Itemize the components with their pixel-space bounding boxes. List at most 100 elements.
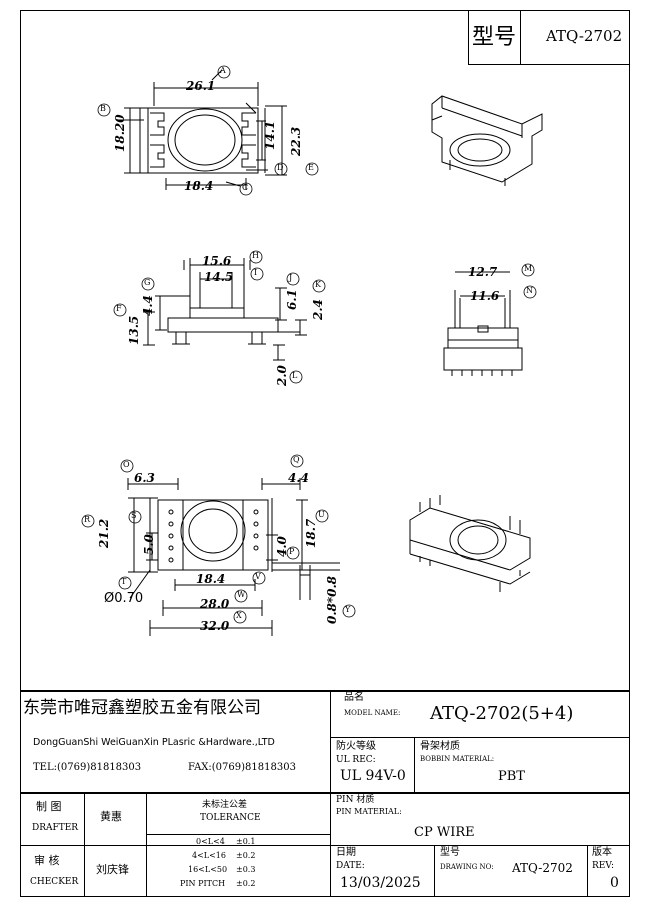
header-box [468, 10, 630, 65]
label-n: N [526, 286, 533, 295]
label-d: D [277, 163, 284, 172]
dim-28-0: 28.0 [200, 597, 230, 611]
label-g: G [144, 278, 151, 287]
checker-cn: 审 核 [34, 854, 60, 867]
header-type-label: 型号 [472, 25, 517, 50]
checker-name: 刘庆锋 [96, 863, 129, 876]
dim-12-7: 12.7 [468, 265, 498, 279]
tol-range-2: 4<L<16 [192, 851, 226, 860]
company-tel: TEL:(0769)81818303 [33, 762, 142, 773]
drawing-no-label: DRAWING NO: [440, 863, 494, 871]
label-y: Y [345, 605, 351, 614]
tol-range-1: 0<L<4 [196, 837, 225, 846]
label-c: C [242, 183, 249, 192]
product-name-cn: 品名 [344, 692, 364, 703]
label-x: X [236, 611, 242, 620]
dim-18-20: 18.20 [113, 114, 127, 152]
dim-6-3: 6.3 [134, 471, 155, 485]
tol-range-3: 16<L<50 [188, 865, 228, 874]
pin-material-label: PIN MATERIAL: [336, 807, 402, 816]
drafter-name: 黄惠 [100, 810, 122, 823]
tol-value-4: ±0.2 [236, 879, 256, 888]
top-view-drawing [118, 69, 287, 190]
dim-5-0: 5.0 [142, 534, 156, 555]
label-l: L [292, 371, 298, 380]
drawing-frame [20, 10, 630, 897]
fire-rating-cn: 防火等级 [336, 741, 376, 752]
label-s: S [131, 511, 137, 520]
label-m: M [524, 264, 533, 273]
dim-6-1: 6.1 [285, 289, 299, 310]
tol-value-3: ±0.3 [236, 865, 256, 874]
date-label: DATE: [336, 861, 365, 871]
front-view-drawing [143, 258, 307, 361]
dim-2-0: 2.0 [275, 365, 289, 386]
tol-value-2: ±0.2 [236, 851, 256, 860]
dim-0-8x0-8: 0.8*0.8 [325, 575, 339, 624]
checker-en: CHECKER [30, 877, 79, 887]
header-model: ATQ-2702 [546, 27, 623, 45]
dim-22-3: 22.3 [289, 126, 303, 156]
label-u: U [318, 510, 325, 519]
model-name-label: MODEL NAME: [344, 709, 401, 717]
bobbin-material-cn: 骨架材质 [420, 741, 460, 752]
pin-material-cn: PIN 材质 [336, 795, 375, 805]
rev-value: 0 [610, 875, 619, 891]
label-q: Q [293, 455, 300, 464]
drafter-en: DRAFTER [32, 823, 79, 833]
bottom-iso-drawing [409, 495, 531, 592]
label-v: V [255, 572, 261, 581]
bottom-view-drawing [127, 478, 340, 636]
tol-range-4: PIN PITCH [180, 879, 226, 888]
company-name-cn: 东莞市唯冠鑫塑胶五金有限公司 [23, 698, 261, 718]
label-o: O [123, 460, 130, 469]
dim-18-4: 18.4 [184, 179, 214, 193]
pin-material-value: CP WIRE [414, 825, 475, 840]
label-a: A [220, 66, 226, 75]
label-r: R [84, 515, 91, 524]
label-f: F [116, 304, 122, 313]
drawing-no-cn: 型号 [440, 847, 460, 858]
model-name-value: ATQ-2702(5+4) [430, 703, 574, 724]
dim-21-2: 21.2 [97, 518, 111, 548]
date-cn: 日期 [336, 847, 356, 858]
dim-4-0: 4.0 [275, 536, 289, 557]
technical-drawings [81, 65, 543, 636]
tolerance-en: TOLERANCE [200, 813, 261, 823]
drawing-no-value: ATQ-2702 [512, 861, 573, 875]
dim-4-4: 4.4 [141, 295, 155, 316]
dim-4-4-b: 4.4 [288, 471, 309, 485]
label-j: J [289, 273, 293, 282]
label-h: H [252, 251, 259, 260]
rev-label: REV: [592, 861, 614, 871]
label-i: I [254, 268, 258, 277]
date-value: 13/03/2025 [340, 875, 421, 891]
side-view-drawing [443, 271, 523, 376]
dim-14-1: 14.1 [263, 120, 277, 150]
dim-18-7: 18.7 [304, 518, 318, 548]
dim-15-6: 15.6 [202, 254, 232, 268]
label-e: E [308, 163, 314, 172]
dim-11-6: 11.6 [470, 289, 500, 303]
bobbin-material-value: PBT [498, 769, 525, 784]
label-w: W [237, 590, 246, 599]
bobbin-material-label: BOBBIN MATERIAL: [420, 755, 495, 763]
pin-diameter: Ø0.70 [104, 591, 144, 606]
dim-2-4: 2.4 [311, 299, 325, 320]
dim-32-0: 32.0 [200, 619, 230, 633]
drafter-cn: 制 图 [36, 800, 62, 813]
dim-18-4-b: 18.4 [196, 572, 226, 586]
ul-rec-label: UL REC: [336, 755, 376, 765]
company-name-en: DongGuanShi WeiGuanXin PLasric &Hardware… [33, 737, 275, 748]
rev-cn: 版本 [592, 847, 612, 858]
label-k: K [315, 280, 321, 289]
company-fax: FAX:(0769)81818303 [188, 762, 296, 773]
tol-value-1: ±0.1 [236, 837, 256, 846]
tolerance-cn: 未标注公差 [202, 800, 248, 810]
label-p: P [289, 547, 295, 556]
dim-13-5: 13.5 [127, 315, 141, 345]
dim-14-5: 14.5 [204, 270, 234, 284]
ul-rec-value: UL 94V-0 [340, 768, 406, 784]
top-iso-drawing [431, 95, 543, 186]
label-t: T [121, 577, 127, 586]
